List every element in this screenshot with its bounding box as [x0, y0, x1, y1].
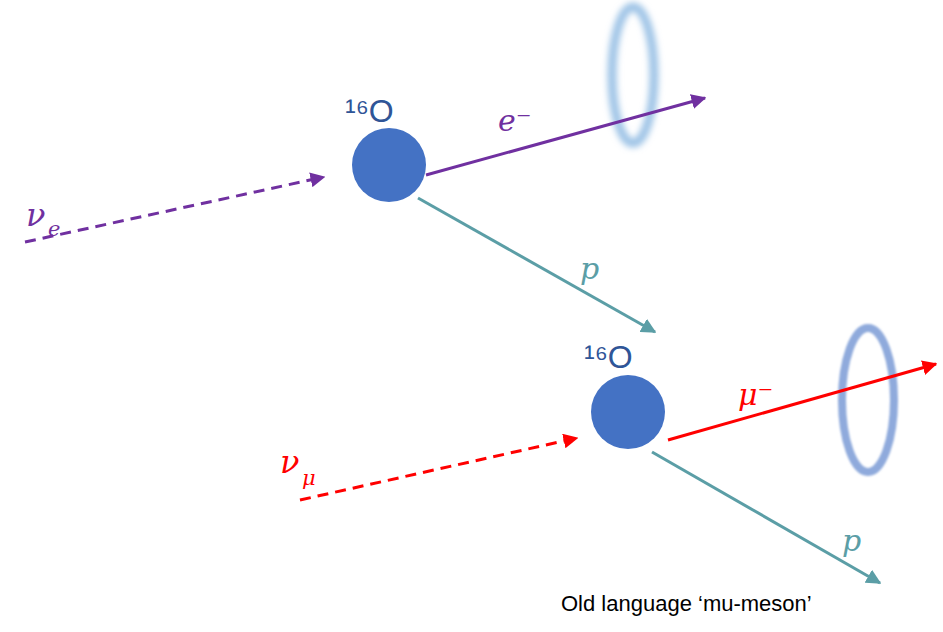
note-text: Old language ‘mu-meson’: [561, 592, 812, 616]
particle-symbol: μ⁻: [738, 378, 773, 411]
nucleus-label: ¹⁶O: [584, 340, 669, 375]
particle-symbol: p: [580, 252, 599, 285]
nucleus-circle: [591, 375, 665, 449]
particle-symbol: e⁻: [498, 104, 532, 137]
particle-symbol: ν: [26, 198, 45, 233]
particle-subscript: μ: [302, 467, 316, 490]
nucleus-circle: [352, 128, 426, 202]
nucleus-label: ¹⁶O: [345, 94, 430, 129]
particle-symbol: ν: [280, 445, 299, 480]
cherenkov-ring: [842, 328, 894, 472]
nucleus-node: ¹⁶O: [584, 340, 669, 453]
neutrino-track: [25, 177, 324, 242]
proton-track: [652, 452, 880, 583]
particle-subscript: e: [48, 218, 60, 241]
nucleus-node: ¹⁶O: [345, 94, 430, 206]
electron-track: [426, 98, 705, 175]
muon-track: [668, 364, 936, 440]
neutrino-track: [300, 438, 577, 500]
particle-symbol: p: [842, 524, 861, 557]
proton-track: [418, 198, 655, 332]
